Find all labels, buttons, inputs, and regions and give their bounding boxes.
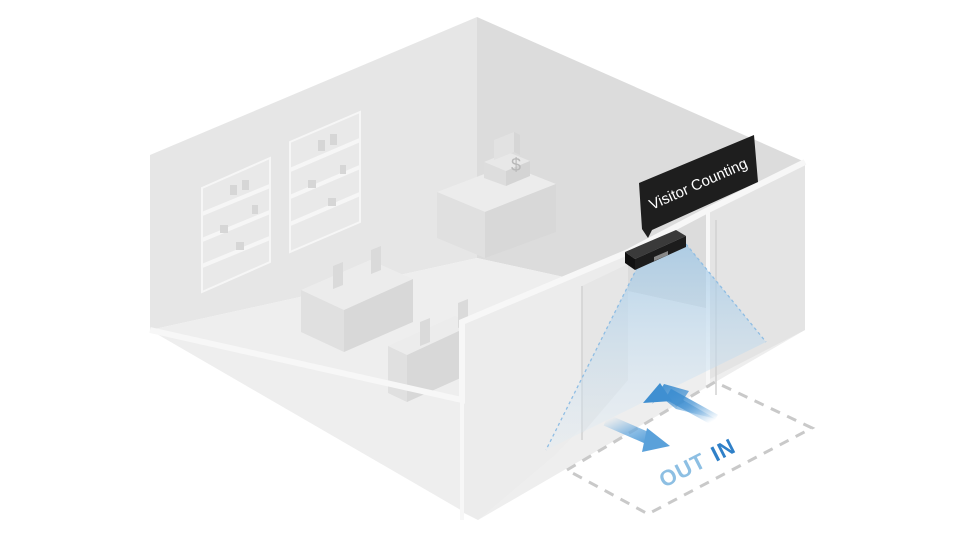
wall-top-edge: [149, 159, 807, 404]
counting-zone: [563, 380, 816, 516]
shelf-unit-left: [201, 156, 271, 294]
visitor-counter-sensor: [625, 230, 686, 270]
display-table-1: [301, 246, 413, 352]
sensor-beam: [546, 244, 766, 450]
display-table-2: [388, 299, 474, 402]
floor-label-in: IN: [707, 433, 740, 466]
shelf-unit-right: [289, 110, 361, 254]
out-arrow: [603, 414, 670, 452]
register-dollar-sign: $: [511, 155, 521, 175]
visitor-counting-callout: [639, 135, 758, 238]
register-counter: [437, 132, 556, 258]
in-arrow: [643, 383, 718, 426]
